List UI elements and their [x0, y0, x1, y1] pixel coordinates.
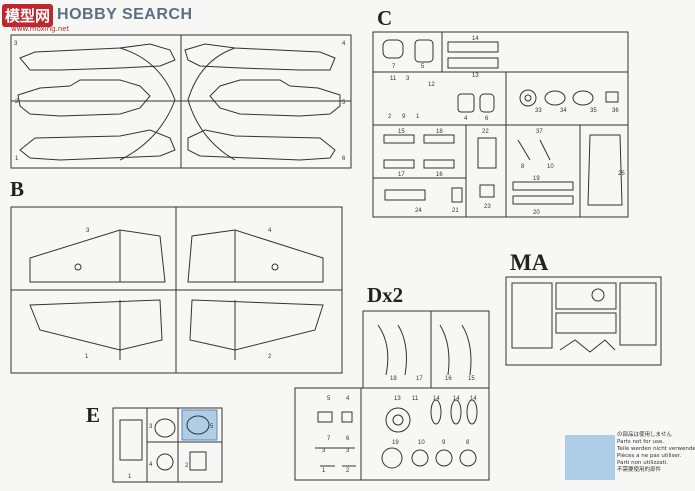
sprue-d-part-15: 15 [468, 376, 475, 382]
sprue-a-part-4: 4 [342, 41, 346, 47]
sprue-a-part-3: 3 [14, 41, 18, 47]
sprue-d-part-6: 6 [346, 436, 350, 442]
sprue-d-part-10: 10 [418, 440, 425, 446]
sprue-c-part-12: 12 [428, 82, 435, 88]
sprue-d-part-13: 13 [394, 396, 401, 402]
sprue-d-part-19: 19 [392, 440, 399, 446]
sprue-e-part-2: 2 [185, 463, 189, 469]
sprue-c-part-25: 25 [618, 171, 625, 177]
sprue-c-part-37: 37 [536, 129, 543, 135]
legend-line-it: Parti non utilizzati. [617, 460, 669, 466]
sprue-c-part-2: 2 [388, 114, 392, 120]
sprue-c-part-24: 24 [415, 208, 422, 214]
sprue-ma [505, 276, 662, 366]
sprue-e-label: E [86, 403, 101, 427]
watermark-cn: 模型网 [2, 3, 54, 27]
sprue-d-part-9: 9 [442, 440, 446, 446]
sprue-e-part-4: 4 [149, 462, 153, 468]
sprue-d-part-3a: 3 [322, 448, 326, 454]
sprue-d-part-8: 8 [466, 440, 470, 446]
watermark-en: HOBBY SEARCH [57, 6, 193, 23]
sprue-a-part-2: 2 [15, 99, 19, 105]
sprue-c-part-4: 4 [464, 116, 468, 122]
sprue-c-label: C [377, 6, 393, 30]
sprue-c-part-21: 21 [452, 208, 459, 214]
legend-line-jp: の部品は使用しません [617, 432, 672, 438]
sprue-c-part-13: 13 [472, 73, 479, 79]
legend-note: の部品は使用しません Parts not for use. Teile werd… [617, 432, 695, 474]
sprue-c-part-19: 19 [533, 176, 540, 182]
sprue-b-part-4: 4 [268, 228, 272, 234]
sprue-b-part-3: 3 [86, 228, 90, 234]
sprue-c-part-6: 6 [485, 116, 489, 122]
sprue-c-part-9: 9 [402, 114, 406, 120]
sprue-c-part-18: 18 [436, 129, 443, 135]
sprue-c [372, 31, 629, 218]
watermark-logo: 模型网 HOBBY SEARCH [2, 2, 193, 28]
sprue-d-part-18: 18 [390, 376, 397, 382]
sprue-c-part-7: 7 [392, 64, 396, 70]
sprue-c-part-17: 17 [398, 172, 405, 178]
sprue-d-part-11: 11 [412, 396, 419, 402]
legend-swatch [565, 435, 615, 480]
sprue-b-label: B [10, 177, 25, 201]
sprue-c-part-22: 22 [482, 129, 489, 135]
sprue-c-part-36: 36 [612, 108, 619, 114]
sprue-c-part-3: 3 [406, 76, 410, 82]
sprue-e-part-5: 5 [210, 424, 214, 430]
sprue-d-label: Dx2 [367, 283, 404, 307]
sprue-e-part-3: 3 [149, 424, 153, 430]
sprue-b-part-1: 1 [85, 354, 89, 360]
sprue-b [10, 206, 343, 374]
sprue-ma-label: MA [510, 250, 549, 275]
sprue-c-part-33: 33 [535, 108, 542, 114]
sprue-d-part-14b: 14 [453, 396, 460, 402]
sprue-c-part-5: 5 [421, 64, 425, 70]
sprue-b-part-2: 2 [268, 354, 272, 360]
sprue-d-part-14c: 14 [470, 396, 477, 402]
sprue-c-part-23: 23 [484, 204, 491, 210]
sprue-d-part-14a: 14 [433, 396, 440, 402]
sprue-c-part-11: 11 [390, 76, 397, 82]
sprue-a-part-6: 6 [342, 156, 346, 162]
sprue-d-part-2: 2 [346, 468, 350, 474]
sprue-c-part-34: 34 [560, 108, 567, 114]
sprue-d-part-5: 5 [327, 396, 331, 402]
sprue-c-part-14: 14 [472, 36, 479, 42]
sprue-c-part-10: 10 [547, 164, 554, 170]
sprue-d-part-3b: 3 [346, 448, 350, 454]
legend-line-fr: Pièces a ne pas utiliser. [617, 453, 682, 459]
sprue-a-part-1: 1 [15, 156, 19, 162]
sprue-d-part-7: 7 [327, 436, 331, 442]
sprue-c-part-35: 35 [590, 108, 597, 114]
sprue-d-part-4: 4 [346, 396, 350, 402]
sprue-e-part-1: 1 [128, 474, 132, 480]
sprue-c-part-8: 8 [521, 164, 525, 170]
sprue-a-part-5: 5 [342, 100, 346, 106]
sprue-d [294, 310, 490, 481]
legend-line-cn: 不需要使用的部件 [617, 467, 662, 473]
sprue-c-part-1: 1 [416, 114, 420, 120]
sprue-c-part-16: 16 [436, 172, 443, 178]
legend-line-en: Parts not for use. [617, 439, 665, 445]
sprue-c-part-20: 20 [533, 210, 540, 216]
sprue-e [112, 407, 223, 483]
sprue-a [10, 34, 352, 169]
sprue-d-part-1: 1 [322, 468, 326, 474]
sprue-c-part-15: 15 [398, 129, 405, 135]
sprue-d-part-17: 17 [416, 376, 423, 382]
watermark-url: www.moxing.net [11, 25, 70, 33]
sprue-d-part-16: 16 [445, 376, 452, 382]
legend-line-de: Teile werden nicht verwendet. [617, 446, 695, 452]
